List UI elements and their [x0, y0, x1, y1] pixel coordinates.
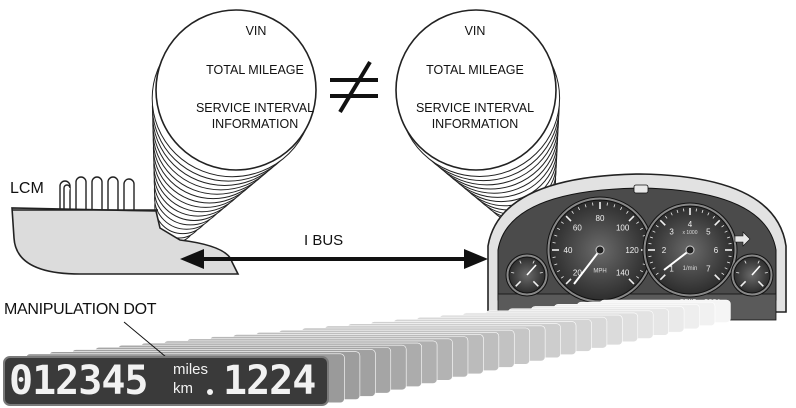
temp-needle	[751, 265, 761, 276]
lcm-module	[11, 176, 240, 275]
tachometer-gauge-tick: 5	[706, 228, 711, 237]
ibus-arrow	[180, 249, 488, 269]
tachometer-gauge-tick: 3	[669, 228, 674, 237]
left-bubble-information: INFORMATION	[211, 117, 299, 131]
odometer-unit-miles: miles	[173, 361, 209, 378]
tachometer-gauge-tick: 2	[662, 246, 667, 255]
turn-signal-icon	[734, 231, 751, 247]
left-bubble-service-interval: SERVICE INTERVAL	[195, 101, 315, 115]
odometer-display: 012345 miles km 1224	[3, 356, 329, 406]
temp-gauge	[730, 253, 774, 297]
right-bubble-service-interval: SERVICE INTERVAL	[415, 101, 535, 115]
speedometer-gauge-tick: 140	[616, 269, 630, 278]
left-bubble-stack	[151, 9, 317, 261]
odometer-unit-km: km	[173, 380, 193, 397]
fuel-needle	[526, 264, 537, 276]
speedometer-needle	[573, 249, 601, 285]
speedometer-gauge-tick: 60	[573, 223, 582, 232]
speedometer-gauge-tick: 100	[616, 223, 630, 232]
right-bubble-total-mileage: TOTAL MILEAGE	[426, 63, 524, 77]
tachometer-gauge: 123 4 567 1/min x 1000	[642, 202, 738, 298]
ibus-label: I BUS	[304, 232, 344, 249]
tachometer-gauge-tick: 4	[688, 220, 693, 229]
tachometer-gauge-tick: 7	[706, 264, 711, 273]
manipulation-dot	[207, 389, 213, 395]
speedometer-gauge-tick: 80	[596, 214, 605, 223]
lcm-label: LCM	[10, 180, 44, 197]
right-bubble-stack	[395, 9, 561, 257]
odometer-trip: 1224	[223, 358, 316, 404]
left-bubble-vin: VIN	[245, 24, 267, 38]
speedometer-gauge-tick: 40	[564, 246, 573, 255]
tachometer-gauge-unit: 1/min	[683, 266, 698, 272]
left-bubble-total-mileage: TOTAL MILEAGE	[206, 63, 304, 77]
fuel-gauge	[505, 253, 549, 297]
not-equal-icon	[330, 60, 378, 114]
tachometer-unit-b: x 1000	[682, 230, 697, 236]
odometer-mileage: 012345	[9, 358, 148, 404]
tachometer-gauge-tick: 6	[714, 246, 719, 255]
cluster-top-indicator-icon	[633, 184, 649, 194]
speedometer-gauge: 20 40 60 80 100 120 140 MPH	[546, 196, 654, 304]
right-bubble-information: INFORMATION	[431, 117, 519, 131]
tachometer-needle	[663, 249, 691, 271]
speedometer-gauge-tick: 20	[573, 269, 582, 278]
manipulation-dot-label: MANIPULATION DOT	[4, 301, 157, 318]
speedometer-gauge-tick: 120	[625, 246, 639, 255]
speedometer-gauge-unit: MPH	[593, 269, 606, 275]
right-bubble-vin: VIN	[464, 24, 486, 38]
tachometer-gauge-tick: 1	[669, 264, 674, 273]
